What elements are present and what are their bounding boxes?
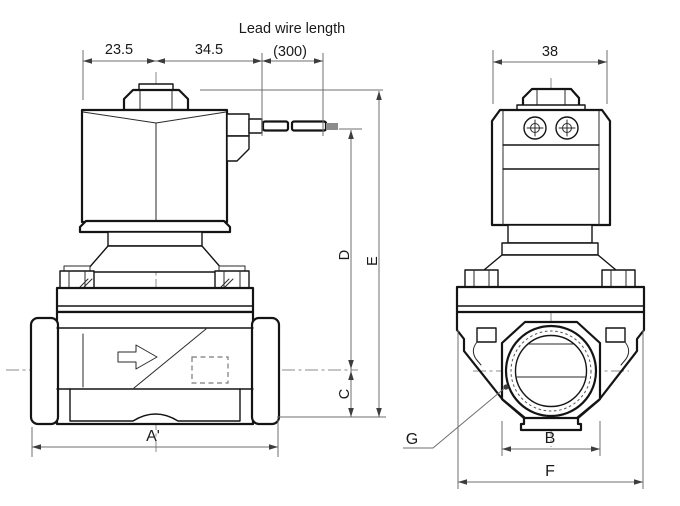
dim-label-a-prime: A' xyxy=(146,428,160,445)
front-view: 38 G B F xyxy=(403,44,646,489)
bolt-facets xyxy=(223,270,241,289)
wire-tip xyxy=(326,123,338,130)
hex-nut-facets xyxy=(139,90,173,111)
dimension-coil-width: 38 xyxy=(492,44,608,104)
bonnet-bolt-right xyxy=(214,265,250,289)
bolt-facets xyxy=(473,269,490,288)
dim-label-e: E xyxy=(365,256,381,266)
pipe-hub-left xyxy=(29,316,60,426)
bonnet-bolt-left xyxy=(464,269,499,288)
hex-nut xyxy=(122,88,190,112)
arrowhead xyxy=(376,408,382,417)
bolt-head xyxy=(464,269,499,288)
bolt-cap xyxy=(218,265,246,272)
leader-line xyxy=(403,386,507,449)
dimension-overall-width: F xyxy=(457,330,644,489)
lug-hook-left xyxy=(473,341,482,366)
arrowhead xyxy=(493,59,502,65)
arrowhead xyxy=(348,360,354,369)
lead-wire-length-value: (300) xyxy=(273,44,307,60)
arrowhead xyxy=(156,58,165,64)
body-diagonal-line xyxy=(133,328,207,389)
arrowhead xyxy=(598,59,607,65)
arrowhead xyxy=(591,446,600,452)
chamfer-hatch xyxy=(79,278,93,288)
arrowhead xyxy=(83,58,92,64)
port-chord-lines xyxy=(515,343,587,378)
mounting-screw-right xyxy=(555,116,579,140)
arrowhead xyxy=(634,479,643,485)
dim-label-coil-left: 23.5 xyxy=(105,42,133,58)
hidden-port-outline xyxy=(191,356,229,384)
bolt-facets xyxy=(68,270,86,289)
coil-inner-edges xyxy=(502,110,600,226)
connector-stub xyxy=(248,118,263,134)
pipe-hub-right xyxy=(250,316,281,426)
port-label-g: G xyxy=(406,431,418,448)
dimension-body-width: A' xyxy=(31,420,279,457)
lug-right xyxy=(605,327,626,343)
port-outer-circle xyxy=(504,324,598,418)
bolt-head xyxy=(601,269,636,288)
bonnet-collar xyxy=(501,242,599,256)
body-bottom-step xyxy=(69,388,241,422)
coil-outline xyxy=(490,108,612,227)
arrowhead xyxy=(502,446,511,452)
connector-block xyxy=(226,113,250,137)
coil-base-flange xyxy=(78,219,232,234)
lug-left xyxy=(476,327,497,343)
bonnet-bolt-right xyxy=(601,269,636,288)
dim-label-d: D xyxy=(337,250,353,260)
arrowhead xyxy=(348,371,354,380)
leader-dot xyxy=(503,384,509,390)
connector-housing xyxy=(226,135,250,162)
bolt-facets xyxy=(610,269,627,288)
dim-label-c: C xyxy=(337,389,353,399)
bolt-head xyxy=(59,270,95,289)
screw-cross-mark xyxy=(558,119,576,137)
arrowhead xyxy=(348,130,354,139)
screw-cross-mark xyxy=(526,119,544,137)
arrowhead xyxy=(269,444,278,450)
arrowhead xyxy=(376,91,382,100)
bonnet-neck xyxy=(507,224,593,244)
wire-segment xyxy=(290,120,328,132)
dim-label-coil-right: 34.5 xyxy=(195,42,223,58)
bonnet-bolt-left xyxy=(59,265,95,289)
coil-outline xyxy=(80,108,229,224)
dimension-top-widths: 23.5 34.5 Lead wire length (300) xyxy=(82,21,345,136)
dimension-heights: D E C xyxy=(200,89,386,418)
lug-hook-right xyxy=(620,341,629,366)
arrowhead xyxy=(314,58,323,64)
wire-segment xyxy=(261,120,290,132)
lead-wire-length-label: Lead wire length xyxy=(239,21,345,37)
bolt-cap xyxy=(63,265,91,272)
arrowhead xyxy=(458,479,467,485)
bonnet-neck xyxy=(107,231,203,247)
dim-label-f: F xyxy=(545,463,555,480)
arrowhead xyxy=(147,58,156,64)
bonnet-flare xyxy=(87,245,223,273)
coil-band-lines xyxy=(502,144,600,170)
body-top-flange xyxy=(55,286,255,314)
chamfer-hatch xyxy=(220,278,234,288)
side-view: 23.5 34.5 Lead wire length (300) D E C xyxy=(6,21,386,457)
dim-label-38: 38 xyxy=(542,44,558,60)
valve-body xyxy=(55,310,255,426)
mounting-screw-left xyxy=(523,116,547,140)
dim-label-b: B xyxy=(545,430,556,447)
arrowhead xyxy=(348,408,354,417)
port-thread-circle xyxy=(510,330,592,412)
body-foot xyxy=(519,416,583,432)
arrowhead xyxy=(32,444,41,450)
port-callout: G xyxy=(403,384,509,449)
arrowhead xyxy=(253,58,262,64)
port-inner-circle xyxy=(514,334,588,408)
arrowhead xyxy=(262,58,271,64)
body-top-flange xyxy=(455,285,646,314)
flow-direction-arrow-icon xyxy=(117,344,158,370)
dimension-port-width: B xyxy=(501,421,601,456)
lead-wire xyxy=(226,113,338,162)
